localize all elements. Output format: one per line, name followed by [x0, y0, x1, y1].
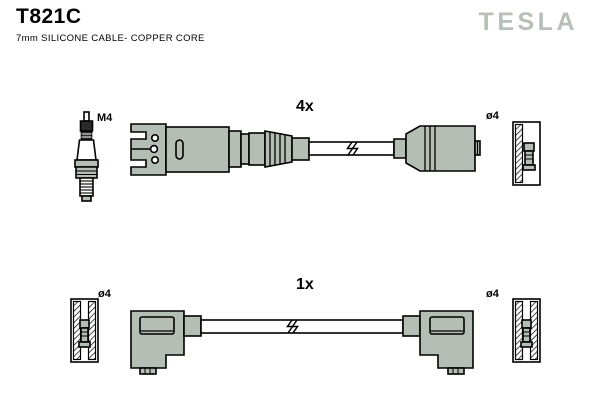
ignition-cable-upper	[308, 141, 395, 156]
right-angle-connector-right	[402, 310, 474, 375]
diameter-label-lower-left: ø4	[98, 288, 111, 300]
thread-size-label: M4	[97, 112, 113, 124]
cable-strain-relief-boot	[248, 130, 310, 168]
part-subtitle: 7mm SILICONE CABLE- COPPER CORE	[16, 33, 205, 44]
coil-terminal-socket-lower	[70, 298, 99, 363]
diameter-label-lower-right: ø4	[486, 288, 499, 300]
diameter-label-upper-right: ø4	[486, 110, 499, 122]
quantity-label-upper: 4x	[296, 98, 314, 115]
distributor-terminal-socket-lower	[512, 298, 541, 363]
right-angle-connector-left	[130, 310, 202, 375]
spark-plug-boot-connector	[130, 123, 250, 176]
distributor-boot	[393, 125, 481, 172]
spark-plug	[74, 111, 99, 202]
part-code: T821C	[16, 5, 82, 28]
quantity-label-lower: 1x	[296, 276, 314, 293]
ignition-cable-lower	[200, 319, 404, 334]
brand-logo: TESLA	[478, 8, 578, 36]
distributor-terminal-socket-upper	[512, 121, 541, 186]
